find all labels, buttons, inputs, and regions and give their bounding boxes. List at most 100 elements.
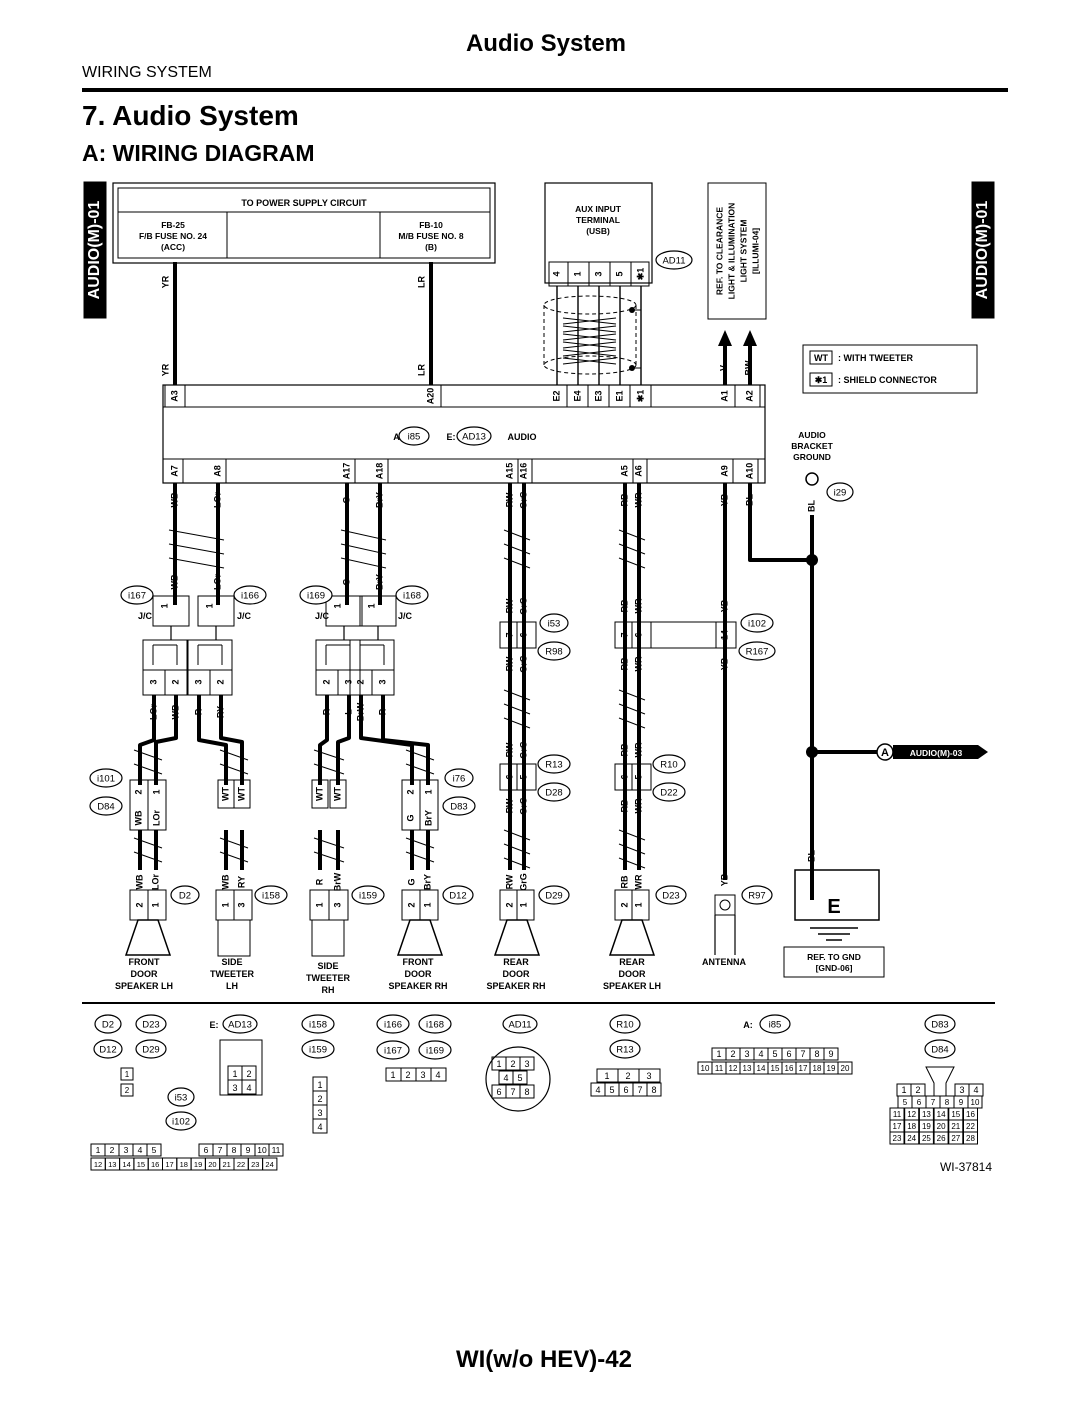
shield-top: [543, 295, 637, 315]
wire-label-bw: BW: [743, 360, 753, 375]
unit-bottom-pin: A17: [341, 463, 351, 480]
wire-twist-mark: [405, 749, 435, 761]
conn-d2-outline: [170, 885, 200, 905]
idx-pin-label: 2: [125, 1086, 130, 1095]
ground-symbol-letter: E: [827, 896, 840, 918]
speaker-label-3: FRONT: [403, 957, 434, 967]
idx-conn-outline: [376, 1040, 410, 1060]
jc-label: J/C: [315, 611, 330, 621]
conn-r10-outline: [652, 754, 686, 774]
aux-connector-outline: [655, 250, 693, 270]
wire-twist-mark: [313, 763, 345, 775]
wire-label: GrG: [518, 797, 528, 815]
idx-conn-label: i168: [426, 1020, 444, 1031]
conn-i159-outline: [351, 885, 385, 905]
idx-pin-label: 4: [758, 1049, 763, 1059]
conn-i53-body: [499, 621, 537, 649]
offpage-letter: A: [881, 747, 889, 759]
ground-ref-label: REF. TO GND: [807, 952, 861, 962]
wire: [336, 730, 351, 785]
idx-conn-outline: [924, 1039, 956, 1059]
idx-pin-label: 3: [959, 1085, 964, 1095]
idx-conn-outline: [502, 1014, 538, 1034]
idx-pin-label: 21: [951, 1122, 960, 1131]
section-title: 7. Audio System: [82, 100, 299, 131]
idx-pin-label: 13: [743, 1064, 752, 1073]
conn-d23-label: D23: [662, 891, 679, 902]
idx-pin-label: 7: [931, 1098, 936, 1107]
wire-twist-mark: [405, 763, 435, 775]
fuse-right-label: FB-10: [419, 220, 443, 230]
pin: 6: [518, 632, 528, 637]
idx-pin-label: 2: [246, 1069, 251, 1079]
conn-i167-label: i167: [128, 591, 146, 602]
idx-pin: [430, 1067, 447, 1082]
unit-top-pin: ✱1: [635, 390, 645, 403]
unit-top-pin: E3: [593, 390, 603, 401]
idx-conn-label: D84: [931, 1045, 948, 1056]
legend-key-box: [809, 372, 833, 387]
conn-i159-label: i159: [359, 891, 377, 902]
conn-i76-outline: [444, 768, 474, 788]
conn-d84-outline: [89, 796, 123, 816]
unit-label-e: E:: [447, 432, 456, 442]
aux-label: TERMINAL: [576, 215, 620, 225]
legend-key-box: [809, 350, 833, 365]
idx-pin: [120, 1083, 134, 1097]
wire-label: WB: [170, 704, 180, 719]
wire-label-bry: BrY: [374, 574, 384, 590]
wire-twist-mark: [503, 857, 531, 869]
speaker-label-6: ANTENNA: [702, 957, 746, 967]
wt-box: [329, 779, 347, 809]
speaker-rear-rh: [493, 919, 541, 956]
wire-label-yr: YR: [160, 275, 170, 288]
tweeter-lh-body: [217, 919, 251, 957]
conn-d29-outline: [538, 885, 570, 905]
side-tab-left-frame: [83, 181, 107, 319]
idx-pin-label: 1: [716, 1049, 721, 1059]
audio-unit-bottom-strip: [162, 458, 766, 484]
aux-twist: [562, 349, 617, 357]
wire-label: R: [193, 708, 203, 715]
idx-label: A:: [743, 1020, 753, 1030]
rear-rh-pin: 2: [504, 902, 514, 907]
conn-d83-label: D83: [450, 802, 467, 813]
idx-pin: [948, 1131, 964, 1145]
idx-conn-outline: [165, 1111, 197, 1131]
conn-i158-outline: [254, 885, 288, 905]
idx-conn-outline: [609, 1014, 641, 1034]
idx-pin-label: 1: [604, 1071, 609, 1081]
idx-pin-label: 21: [223, 1160, 231, 1169]
wire-label: WR: [633, 798, 643, 813]
wire-twist-mark: [340, 557, 387, 569]
front-lh-pin: 2: [134, 902, 144, 907]
idx-pin-label: 19: [922, 1122, 931, 1131]
idx-conn-label: i85: [769, 1020, 782, 1031]
wire-label: GrG: [518, 741, 528, 759]
idx-pin-label: 3: [646, 1071, 651, 1081]
power-supply-title: TO POWER SUPPLY CIRCUIT: [241, 198, 367, 208]
legend-text: : SHIELD CONNECTOR: [838, 375, 937, 385]
front-lh-pin: 1: [150, 902, 160, 907]
idx-conn-outline: [759, 1014, 791, 1034]
idx-pin-label: 3: [124, 1145, 129, 1155]
idx-pin-label: 3: [524, 1059, 529, 1069]
power-supply-box: [112, 182, 496, 264]
idx-conn-outline: [135, 1014, 167, 1034]
idx-conn-label: D29: [142, 1045, 159, 1056]
ground-bracket-label: GROUND: [793, 452, 831, 462]
wire-label: LOr: [148, 704, 158, 720]
idx-pin: [268, 1143, 284, 1157]
wire-twist-mark: [503, 529, 531, 541]
rear-lh-pin: 2: [619, 902, 629, 907]
antenna-jack: [719, 899, 731, 911]
idx-conn-label: i158: [309, 1020, 327, 1031]
conn-i168-outline: [395, 585, 429, 605]
pin: 6: [633, 632, 643, 637]
idx-pin: [933, 1131, 949, 1145]
wire-label: R: [321, 708, 331, 715]
conn-i76-label: i76: [453, 774, 466, 785]
idx-pin: [904, 1131, 920, 1145]
conn-d2-label: D2: [179, 891, 191, 902]
idx-conn-label: i159: [309, 1045, 327, 1056]
